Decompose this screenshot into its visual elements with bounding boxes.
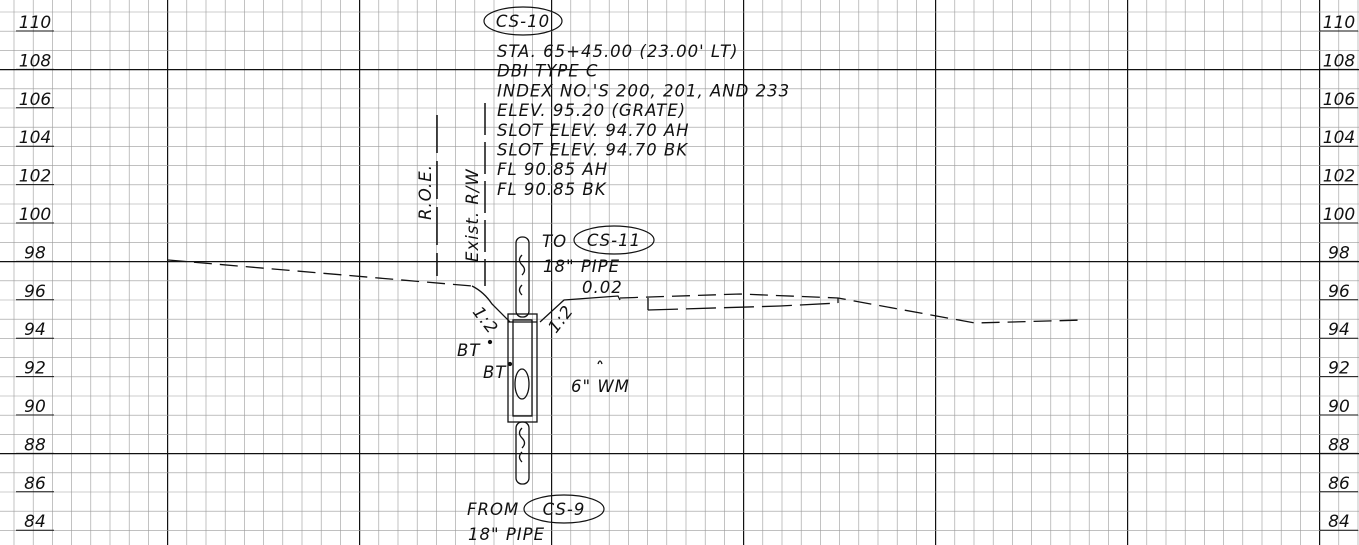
- structure-note: DBI TYPE C: [497, 62, 598, 81]
- ditch-right-slope: [539, 295, 621, 323]
- elevation-label-left: 98: [24, 243, 46, 263]
- bt-label-upper: BT: [457, 341, 481, 360]
- elevation-label-right: 104: [1323, 128, 1355, 148]
- elevation-label-left: 92: [24, 359, 46, 379]
- elevation-label-right: 86: [1328, 474, 1350, 494]
- elevation-label-left: 106: [19, 90, 52, 110]
- inlet-structure: [487, 236, 603, 485]
- structure-notes: STA. 65+45.00 (23.00' LT)DBI TYPE CINDEX…: [497, 42, 790, 199]
- existing-ground-left: [167, 259, 473, 287]
- exist-rw-label: Exist. R/W: [463, 168, 482, 262]
- slope-right-label: 1:2: [544, 301, 577, 336]
- structure-note: SLOT ELEV. 94.70 AH: [497, 121, 690, 140]
- inlet-box-outer: [507, 313, 538, 423]
- elevation-label-left: 84: [24, 512, 46, 532]
- inlet-box-inner: [512, 319, 533, 417]
- structure-note: FL 90.85 BK: [497, 180, 607, 199]
- elevation-label-right: 100: [1323, 205, 1355, 225]
- elevation-label-right: 90: [1328, 397, 1350, 417]
- pipe-to-id-bubble: [573, 225, 655, 255]
- pipe-from-size: 18" PIPE: [468, 525, 545, 544]
- grade-label: 0.02: [582, 278, 623, 297]
- pipe-upper-break: [518, 254, 526, 296]
- row-lines: [436, 103, 486, 286]
- proposed-grade-right: [647, 302, 839, 311]
- ground-profile: [167, 259, 1086, 324]
- elevation-label-left: 94: [24, 320, 46, 340]
- pipe-to-id: CS-11: [587, 231, 641, 250]
- elevation-label-left: 102: [19, 167, 51, 187]
- elevation-scale-right: 110 108 106 104 102 100 98 96 94 92 90 88 86 84: [1320, 13, 1358, 532]
- slope-left-label: 1:2: [469, 303, 502, 338]
- elevation-label-left: 90: [24, 397, 46, 417]
- elevation-label-left: 88: [24, 435, 46, 455]
- structure-note: INDEX NO.'S 200, 201, AND 233: [497, 81, 790, 100]
- bt-marker-upper: [487, 339, 493, 345]
- pipe-to-size: 18" PIPE: [543, 257, 620, 276]
- elevation-scale-left: 110 108 106 104 102 100 98 96 94 92 90 88 86 84: [16, 13, 54, 532]
- elevation-label-right: 98: [1328, 243, 1350, 263]
- pipe-upper: [515, 236, 530, 318]
- structure-note: FL 90.85 AH: [497, 160, 608, 179]
- elevation-label-left: 104: [19, 128, 51, 148]
- water-main-symbol: [597, 360, 603, 365]
- pipe-to-prefix: TO: [542, 232, 567, 251]
- pipe-from-id-bubble: [523, 494, 605, 524]
- elevation-label-left: 96: [24, 282, 46, 302]
- structure-id-bubble: [483, 6, 563, 36]
- structure-note: ELEV. 95.20 (GRATE): [497, 101, 686, 120]
- elevation-label-right: 94: [1328, 320, 1350, 340]
- elevation-label-right: 96: [1328, 282, 1350, 302]
- elevation-label-right: 84: [1328, 512, 1350, 532]
- elevation-label-left: 100: [19, 205, 51, 225]
- structure-note: STA. 65+45.00 (23.00' LT): [497, 42, 738, 61]
- elevation-label-right: 92: [1328, 359, 1350, 379]
- pipe-lower-break: [518, 427, 526, 463]
- roe-label: R.O.E.: [416, 164, 435, 220]
- elevation-label-right: 88: [1328, 435, 1350, 455]
- structure-id: CS-10: [496, 12, 550, 31]
- elevation-label-left: 86: [24, 474, 46, 494]
- bt-marker-lower: [507, 361, 513, 367]
- grade-break-marks: [647, 298, 839, 310]
- elevation-label-right: 102: [1323, 167, 1355, 187]
- pipe-from-prefix: FROM: [467, 500, 519, 519]
- elevation-label-right: 108: [1323, 51, 1356, 71]
- elevation-label-left: 110: [19, 13, 51, 33]
- pipe-from-id: CS-9: [543, 500, 586, 519]
- elevation-label-right: 110: [1323, 13, 1355, 33]
- bt-label-lower: BT: [483, 363, 507, 382]
- ditch-left-slope: [471, 285, 511, 323]
- elevation-label-left: 108: [19, 51, 52, 71]
- pipe-opening: [514, 368, 530, 400]
- water-main-label: 6" WM: [571, 377, 630, 396]
- elevation-label-right: 106: [1323, 90, 1356, 110]
- structure-note: SLOT ELEV. 94.70 BK: [497, 141, 688, 160]
